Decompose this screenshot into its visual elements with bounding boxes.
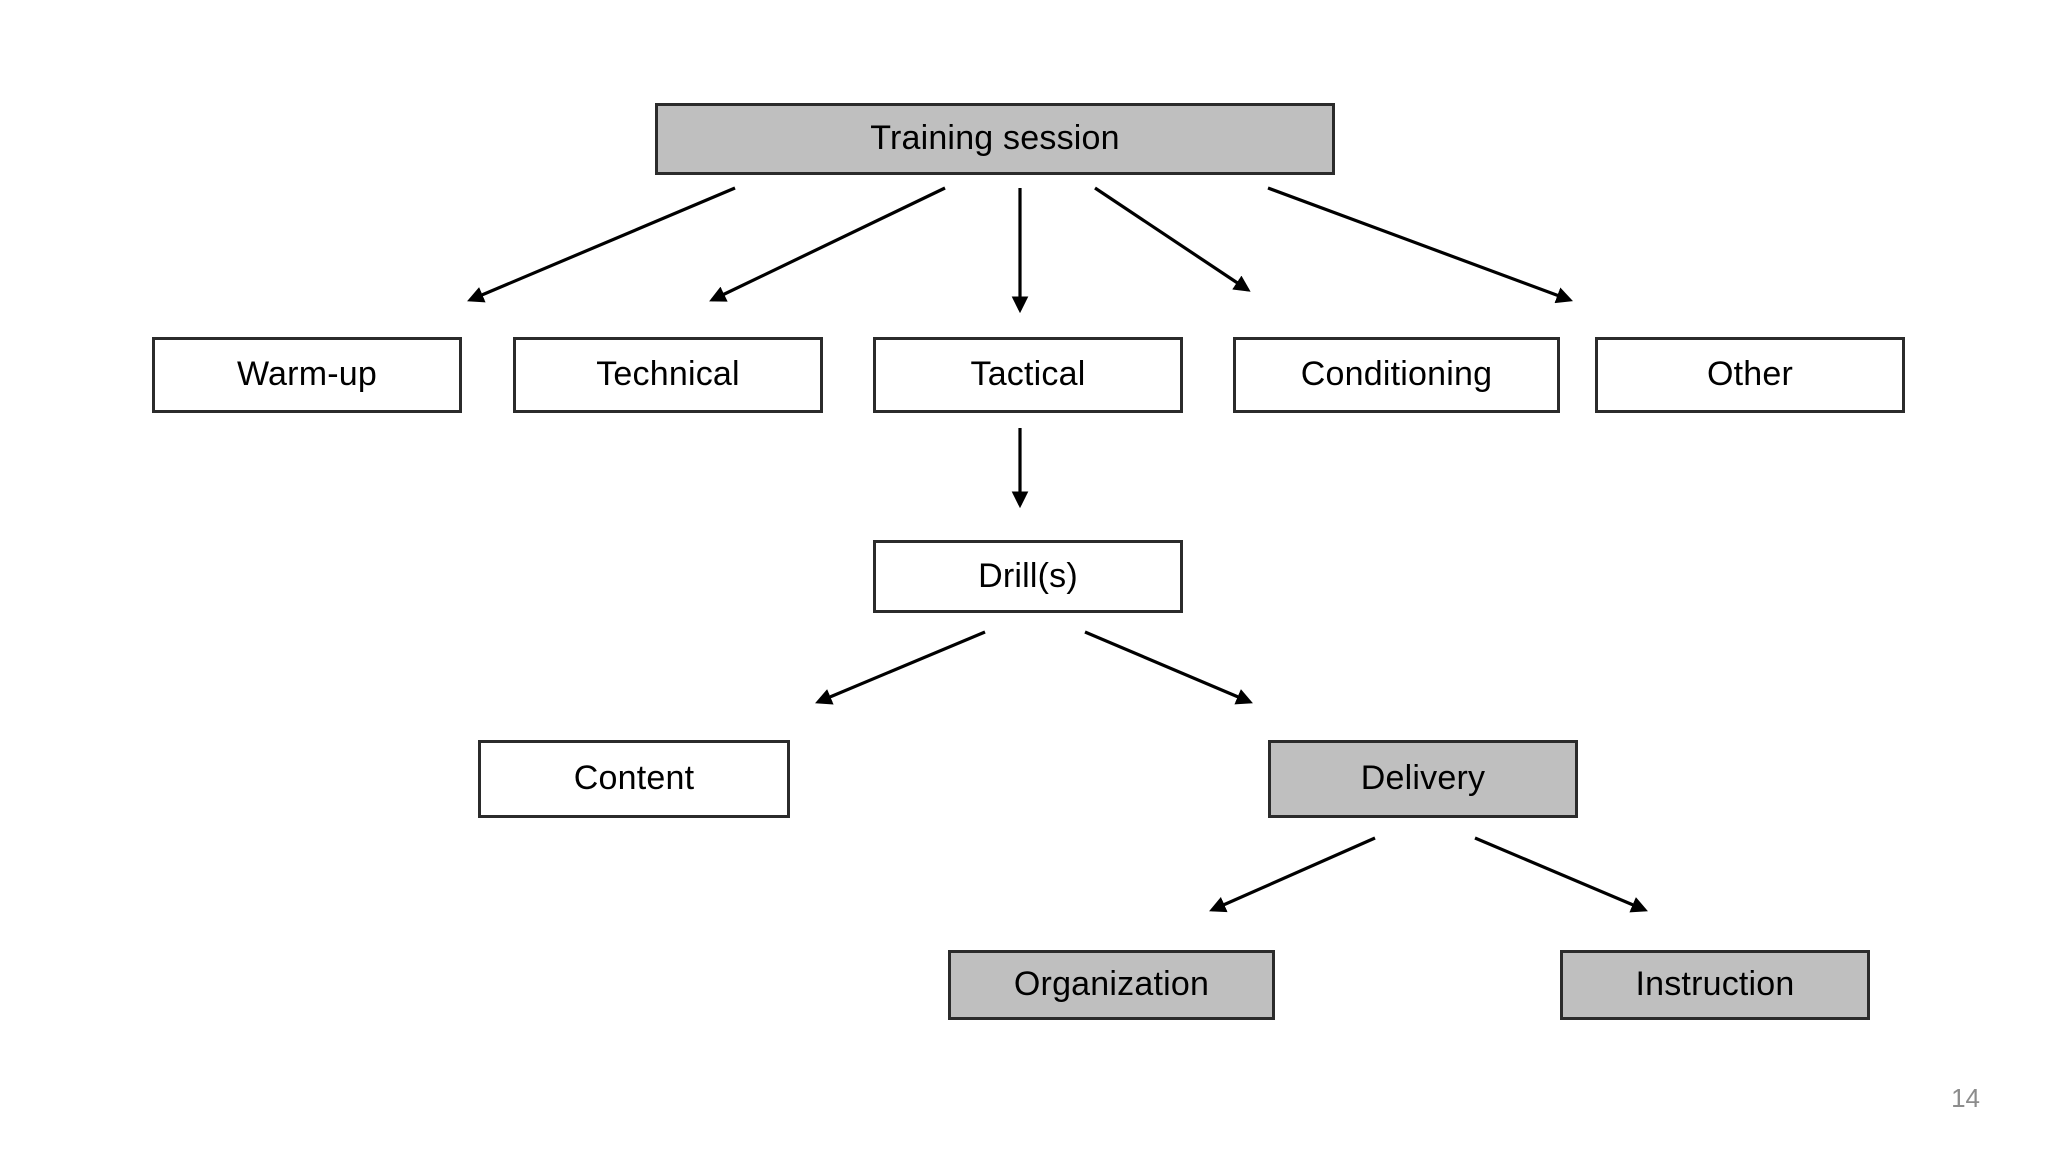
edge-training-to-conditioning: [1094, 186, 1251, 292]
edge-drills-to-delivery: [1084, 630, 1253, 705]
node-label-drills: Drill(s): [978, 556, 1078, 595]
node-technical[interactable]: Technical: [513, 337, 823, 413]
edge-training-to-other: [1267, 186, 1574, 304]
node-other[interactable]: Other: [1595, 337, 1905, 413]
node-delivery[interactable]: Delivery: [1268, 740, 1578, 818]
node-organization[interactable]: Organization: [948, 950, 1275, 1020]
node-label-tactical: Tactical: [970, 355, 1086, 393]
node-label-technical: Technical: [596, 355, 740, 393]
node-label-delivery: Delivery: [1360, 759, 1486, 797]
node-label-warm-up: Warm-up: [237, 355, 377, 393]
node-content[interactable]: Content: [478, 740, 790, 818]
node-drills[interactable]: Drill(s): [873, 540, 1183, 613]
edge-delivery-to-instruction: [1474, 836, 1648, 913]
node-tactical[interactable]: Tactical: [873, 337, 1183, 413]
node-training-session[interactable]: Training session: [655, 103, 1335, 175]
page-number: 14: [1951, 1083, 1980, 1113]
edge-training-to-technical: [709, 186, 946, 302]
node-label-organization: Organization: [1013, 965, 1210, 1003]
node-label-instruction: Instruction: [1635, 965, 1795, 1003]
node-label-conditioning: Conditioning: [1300, 355, 1493, 393]
edge-drills-to-content: [815, 630, 986, 705]
node-conditioning[interactable]: Conditioning: [1233, 337, 1560, 413]
node-instruction[interactable]: Instruction: [1560, 950, 1870, 1020]
edge-training-to-warmup: [467, 186, 736, 303]
edge-delivery-to-organization: [1209, 836, 1376, 913]
node-label-training-session: Training session: [870, 119, 1120, 157]
node-label-content: Content: [573, 759, 695, 797]
node-label-other: Other: [1706, 355, 1794, 393]
node-warm-up[interactable]: Warm-up: [152, 337, 462, 413]
